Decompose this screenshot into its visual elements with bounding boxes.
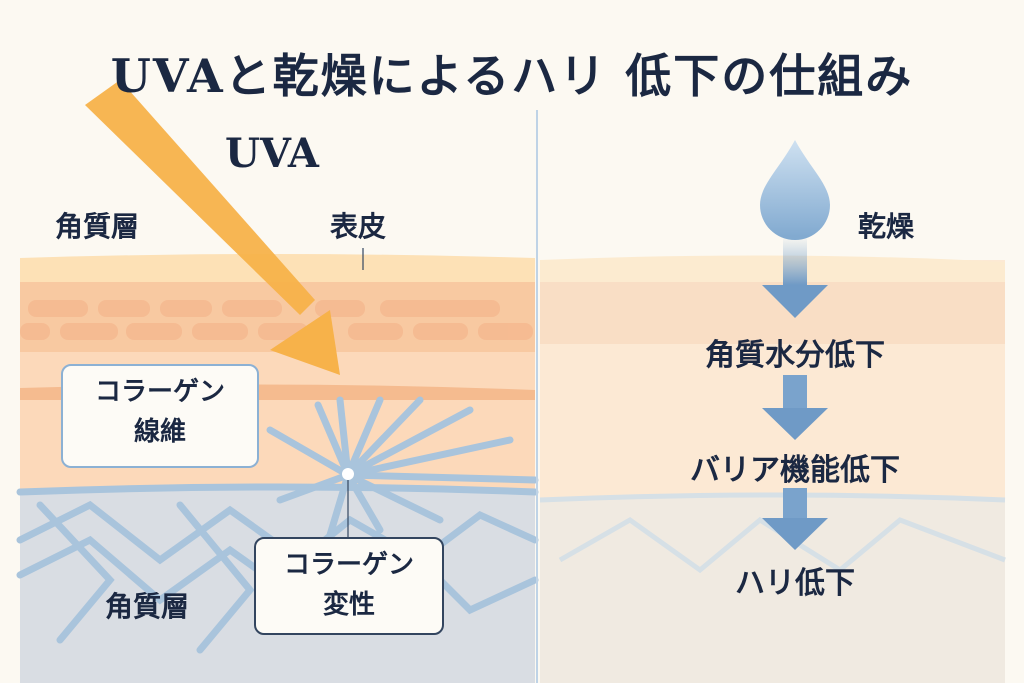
lower-layer-label: 角質層 xyxy=(105,590,190,623)
collagen-fiber-line1: コラーゲン xyxy=(94,377,225,407)
epidermis-label: 表皮 xyxy=(330,210,387,243)
left-skin-cross-section xyxy=(16,248,539,683)
collagen-denature-line1: コラーゲン xyxy=(283,550,414,580)
flow-arrows xyxy=(762,235,828,550)
step-2: バリア機能低下 xyxy=(690,453,900,488)
page-title: UVAと乾燥によるハリ 低下の仕組み xyxy=(110,49,914,103)
step-3: ハリ低下 xyxy=(735,566,855,601)
collagen-fiber-callout: コラーゲン 線維 xyxy=(61,364,259,468)
collagen-fiber-line2: 線維 xyxy=(133,417,186,447)
right-skin-cross-section xyxy=(539,255,1006,683)
uva-arrow xyxy=(85,80,340,375)
uva-label: UVA xyxy=(225,130,319,177)
collagen-denature-line2: 変性 xyxy=(322,590,375,620)
step-1: 角質水分低下 xyxy=(705,338,885,373)
stratum-corneum-label: 角質層 xyxy=(55,210,140,243)
dryness-label: 乾燥 xyxy=(858,210,915,243)
water-drop-icon xyxy=(760,140,830,240)
collagen-denature-callout: コラーゲン 変性 xyxy=(254,537,444,635)
